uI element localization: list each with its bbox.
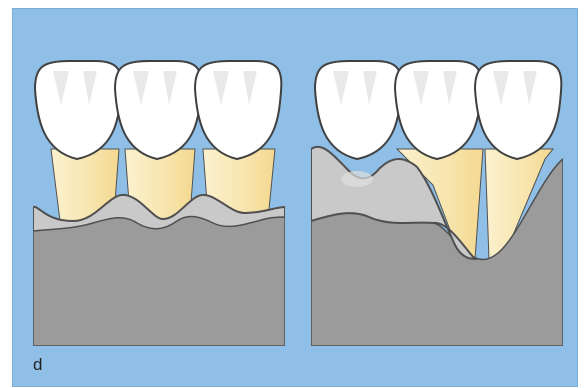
dental-illustration-figure: d (12, 8, 578, 387)
figure-label: d (33, 355, 42, 375)
right-panel (311, 61, 563, 346)
crowns-left (35, 61, 281, 159)
bone-left (33, 217, 285, 346)
left-panel (33, 61, 285, 346)
crowns-right (315, 61, 561, 159)
dental-illustration-svg (13, 9, 579, 388)
